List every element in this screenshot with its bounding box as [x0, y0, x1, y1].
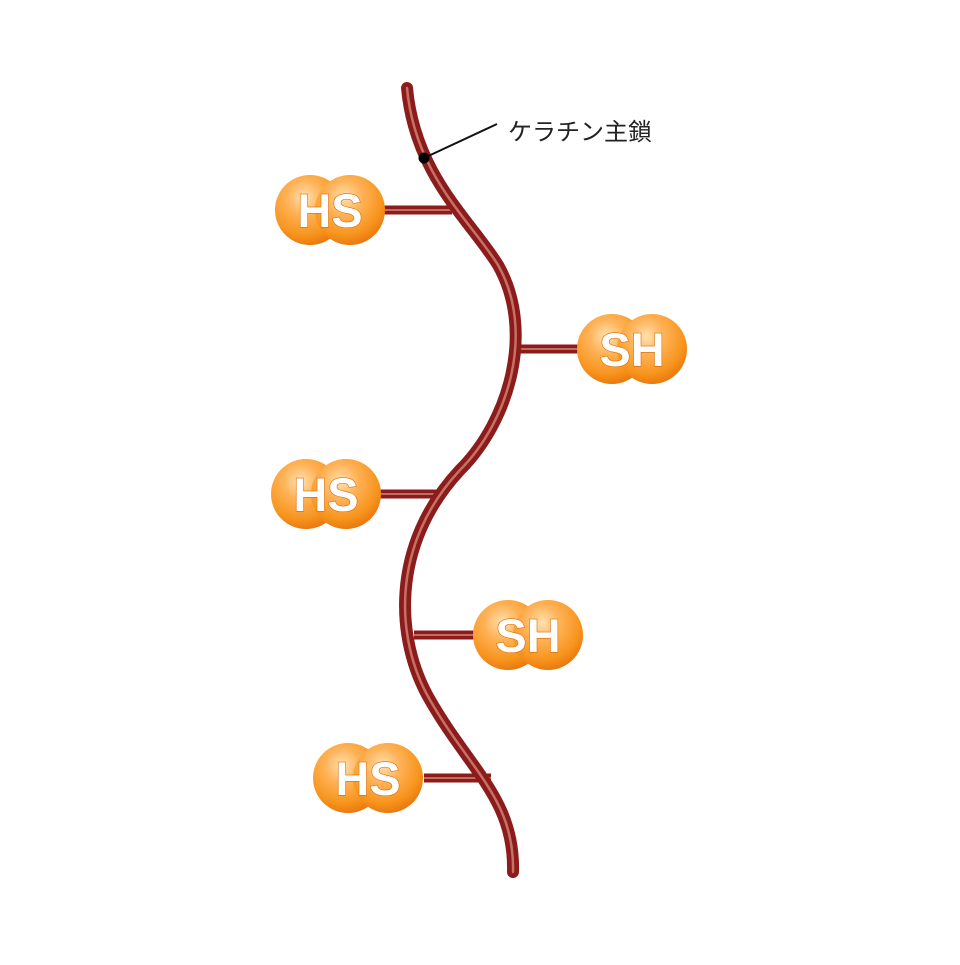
thiol-group-sh: SH	[577, 314, 687, 384]
thiol-group-label: HS	[297, 184, 362, 237]
thiol-group-label: HS	[335, 752, 400, 805]
thiol-group-hs: HS	[275, 175, 385, 245]
atom-ball	[353, 743, 423, 813]
atom-ball	[617, 314, 687, 384]
thiol-group-sh: SH	[473, 600, 583, 670]
thiol-groups: HS SH HS SH HS	[271, 175, 687, 813]
callout-leader	[418, 123, 498, 164]
atom-ball	[513, 600, 583, 670]
thiol-group-label: HS	[293, 468, 358, 521]
atom-ball	[311, 459, 381, 529]
thiol-group-label: SH	[495, 609, 560, 662]
keratin-main-chain-label: ケラチン主鎖	[508, 118, 652, 146]
thiol-group-label: SH	[599, 323, 664, 376]
atom-ball	[315, 175, 385, 245]
thiol-group-hs: HS	[271, 459, 381, 529]
side-chain-bonds	[380, 205, 580, 783]
thiol-group-hs: HS	[313, 743, 423, 813]
keratin-main-chain	[399, 82, 522, 878]
